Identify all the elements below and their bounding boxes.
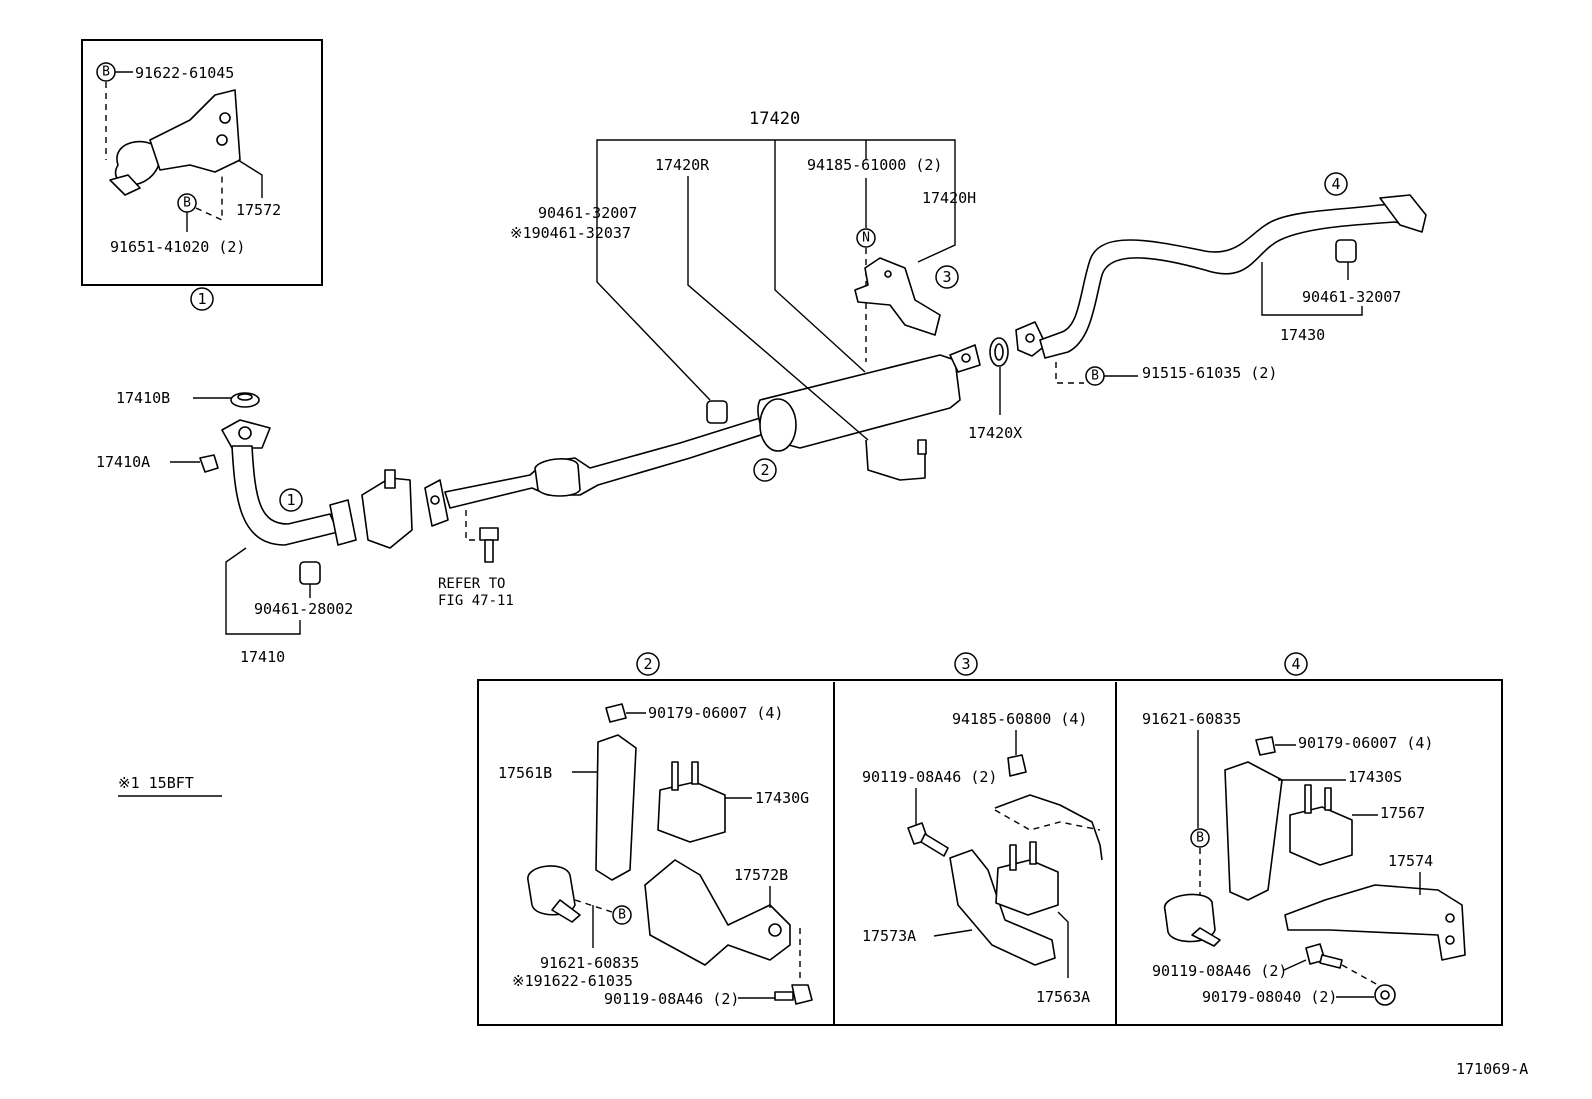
label-90179-06007b: 90179-06007 (4) — [1298, 734, 1433, 752]
callout-4-detail-header — [1284, 652, 1308, 676]
label-17410: 17410 — [240, 648, 285, 666]
center-pipe-muffler-17420-illustration — [444, 344, 981, 509]
bolt-90119-08a46b-illustration — [907, 822, 949, 857]
label-90461-28002: 90461-28002 — [254, 600, 353, 618]
bolt-refer-illustration — [479, 527, 499, 563]
bolt-tag-letter: B — [618, 908, 626, 923]
mount-17430g-illustration — [657, 761, 726, 843]
bracket-17572b-illustration — [644, 859, 791, 966]
bolt-tag-letter: B — [1091, 369, 1099, 384]
label-17430g: 17430G — [755, 789, 809, 807]
nut-tag — [856, 228, 876, 248]
nut-90179-06007-illustration — [605, 703, 627, 723]
detail-box-bottom — [477, 679, 1503, 1026]
bracket-17430s-illustration — [1164, 761, 1283, 947]
callout-3-number: 3 — [961, 655, 970, 673]
gasket-17410b-illustration — [230, 392, 260, 408]
bolt-tag — [612, 905, 632, 925]
callout-4-number: 4 — [1291, 655, 1300, 673]
figure-code: 171069-A — [1456, 1060, 1528, 1078]
nut-90179-08040-illustration — [1374, 984, 1396, 1006]
bolt-tag-letter: B — [102, 65, 110, 80]
label-17572: 17572 — [236, 201, 281, 219]
label-90119-08a46b: 90119-08A46 (2) — [862, 768, 997, 786]
label-90461-32007a: 90461-32007 — [538, 204, 637, 222]
label-17410a: 17410A — [96, 453, 150, 471]
label-90119-08a46c: 90119-08A46 (2) — [1152, 962, 1287, 980]
callout-2-number: 2 — [643, 655, 652, 673]
label-94185-60800: 94185-60800 (4) — [952, 710, 1087, 728]
callout-1-under-box — [190, 287, 214, 311]
callout-4-on-tailpipe — [1324, 172, 1348, 196]
converter-assembly-illustration — [361, 469, 449, 549]
nut-90179-06007b-illustration — [1255, 736, 1276, 756]
label-90179-06007a: 90179-06007 (4) — [648, 704, 783, 722]
label-17563a: 17563A — [1036, 988, 1090, 1006]
label-91622-61035: ※191622-61035 — [512, 972, 633, 990]
label-91621-60835a: 91621-60835 — [540, 954, 639, 972]
callout-2-number: 2 — [760, 461, 769, 479]
label-91621-60835b: 91621-60835 — [1142, 710, 1241, 728]
label-17573a: 17573A — [862, 927, 916, 945]
callout-2-on-pipe — [753, 458, 777, 482]
clamp-90461-32007-illustration — [706, 400, 728, 424]
mount-17567-illustration — [1289, 784, 1353, 866]
label-17420r: 17420R — [655, 156, 710, 174]
label-17430s: 17430S — [1348, 768, 1402, 786]
label-17561b: 17561B — [498, 764, 552, 782]
clamp-bracket-17572-illustration — [109, 89, 241, 196]
clamp-90461-32007b-illustration — [1335, 239, 1357, 263]
bolt-tag-letter: B — [183, 196, 191, 211]
label-17420: 17420 — [749, 109, 800, 129]
callout-2-detail-header — [636, 652, 660, 676]
clamp-90461-28002-illustration — [299, 561, 321, 585]
hanger-17420h-illustration — [854, 257, 941, 336]
mount-17563a-illustration — [995, 841, 1059, 916]
nut-94185-60800-illustration — [1007, 754, 1027, 777]
label-17574: 17574 — [1388, 852, 1433, 870]
label-90461-32037: ※190461-32037 — [510, 224, 631, 242]
bracket-17561b-illustration — [527, 734, 637, 923]
bolt-tag — [1190, 828, 1210, 848]
bolt-90119-08a46a-illustration — [774, 984, 813, 1005]
bolt-90119-08a46c-illustration — [1305, 943, 1343, 969]
bracket-17573a-illustration — [949, 794, 1103, 966]
label-94185-61000: 94185-61000 (2) — [807, 156, 942, 174]
detail-box-1 — [81, 39, 323, 286]
callout-3-detail-header — [954, 652, 978, 676]
footnote-15bft: ※1 15BFT — [118, 774, 194, 792]
label-90119-08a46a: 90119-08A46 (2) — [604, 990, 739, 1008]
refer-to-text: REFER TO — [438, 576, 505, 592]
label-17567: 17567 — [1380, 804, 1425, 822]
label-91651-41020: 91651-41020 (2) — [110, 238, 245, 256]
callout-1-number: 1 — [286, 491, 295, 509]
nut-tag-letter: N — [862, 231, 870, 246]
callout-1-number: 1 — [197, 290, 206, 308]
gasket-17410a-illustration — [199, 454, 219, 473]
callout-4-number: 4 — [1331, 175, 1340, 193]
tail-pipe-17430-illustration — [1015, 194, 1427, 359]
bolt-tag-letter: B — [1196, 831, 1204, 846]
front-pipe-17410-illustration — [221, 419, 357, 546]
label-91622-61045: 91622-61045 — [135, 64, 234, 82]
refer-fig-text: FIG 47-11 — [438, 593, 514, 609]
label-90461-32007b: 90461-32007 — [1302, 288, 1401, 306]
callout-3-on-hanger — [935, 265, 959, 289]
label-17420x: 17420X — [968, 424, 1022, 442]
label-91515-61035: 91515-61035 (2) — [1142, 364, 1277, 382]
gasket-17420x-illustration — [989, 337, 1009, 367]
label-17572b: 17572B — [734, 866, 788, 884]
label-90179-08040: 90179-08040 (2) — [1202, 988, 1337, 1006]
label-17410b: 17410B — [116, 389, 170, 407]
label-17420h: 17420H — [922, 189, 976, 207]
bracket-17574-illustration — [1284, 884, 1466, 961]
label-17430: 17430 — [1280, 326, 1325, 344]
callout-3-number: 3 — [942, 268, 951, 286]
callout-1-on-pipe — [279, 488, 303, 512]
